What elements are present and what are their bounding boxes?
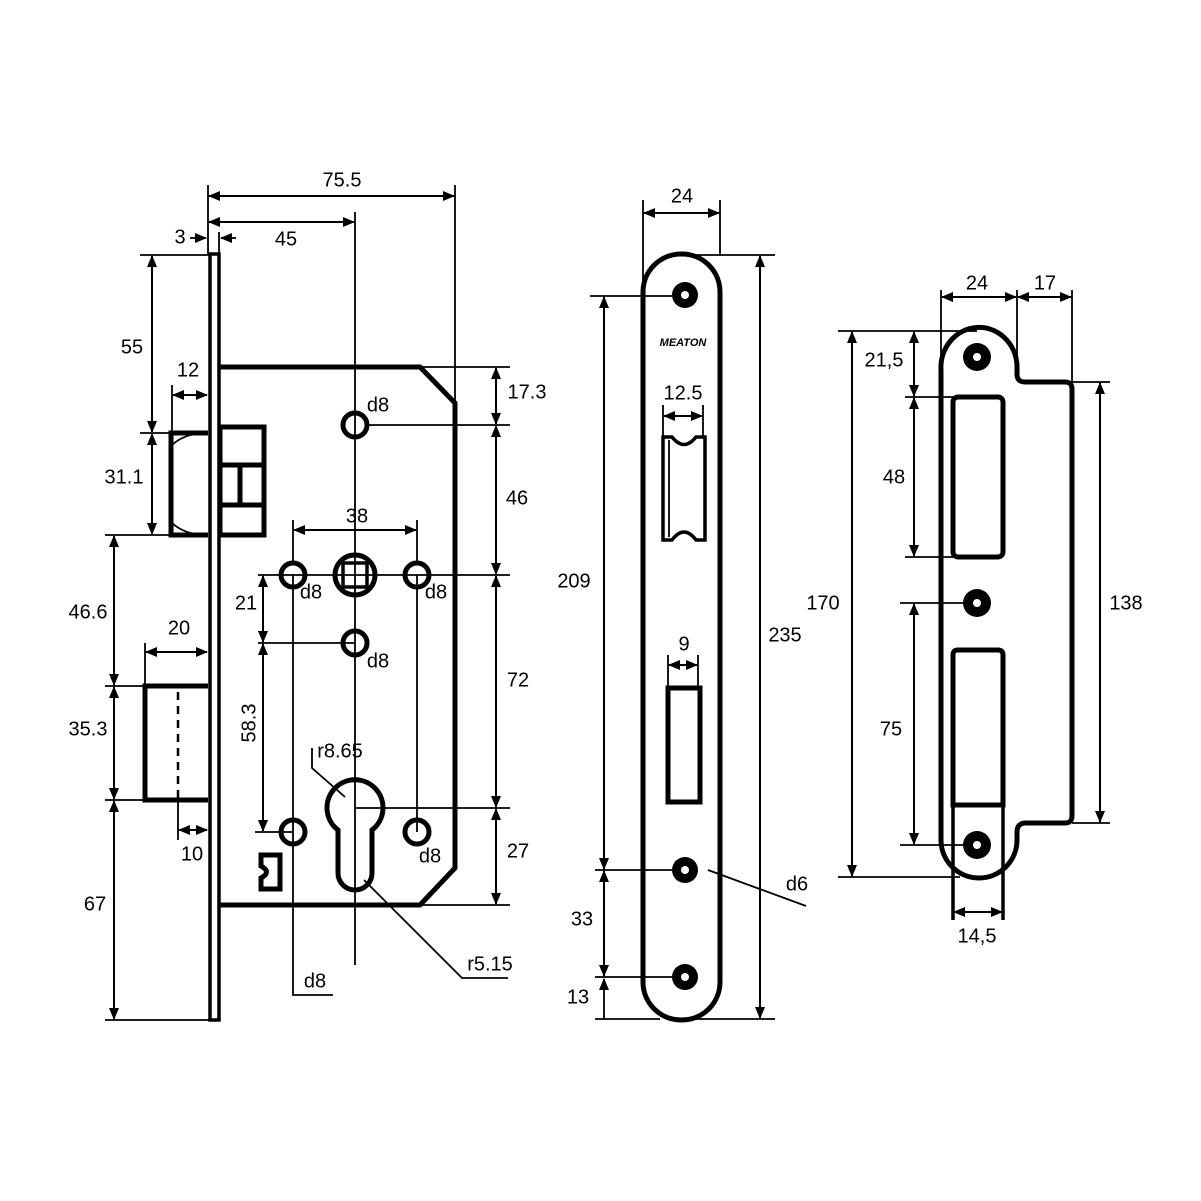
dim-strike-height: 170 — [806, 592, 839, 614]
latch-arc-top — [171, 432, 208, 446]
dead-bolt — [142, 683, 208, 803]
bolt-slot — [665, 685, 703, 805]
latch-arc-bottom — [171, 522, 208, 536]
cylinder-radius-top: r8.65 — [317, 740, 363, 762]
dim-bolt-to-bottom: 67 — [84, 893, 106, 915]
strike-plate-outline — [938, 325, 1075, 881]
latch-slot — [661, 435, 707, 542]
dim-strike-slot-width: 14,5 — [958, 925, 997, 947]
dim-faceplate-thickness: 3 — [174, 226, 185, 248]
lock-body-view: 75.5 45 3 55 12 31.1 46.6 20 35.3 10 67 … — [69, 169, 547, 1022]
dim-screw-to-bottom: 13 — [567, 986, 589, 1008]
faceplate-view: MEATON 24 235 209 33 13 12.5 9 d6 — [557, 185, 808, 1023]
dim-screw-lower-spacing: 33 — [571, 908, 593, 930]
lock-faceplate — [208, 252, 221, 1022]
dim-spindle-to-cylinder: 72 — [507, 669, 529, 691]
dim-spindle-hole-spacing: 38 — [346, 505, 368, 527]
latch-mechanism-inner — [217, 462, 243, 508]
latch-bolt — [168, 430, 208, 538]
dim-strike-slot-height: 48 — [883, 466, 905, 488]
dim-spindle-to-mid-hole: 21 — [235, 592, 257, 614]
dim-bolt-inner: 10 — [181, 843, 203, 865]
strike-plate-view: 24 17 170 21,5 48 75 138 14,5 — [806, 272, 1142, 947]
dim-latch-slot-width: 12.5 — [664, 382, 703, 404]
hole-label-lower-right: d8 — [419, 845, 441, 867]
dim-top-to-latch: 55 — [121, 336, 143, 358]
dim-width-total: 75.5 — [323, 169, 362, 191]
dim-case-top-to-hole: 17.3 — [508, 381, 547, 403]
dim-bolt-throw: 20 — [168, 617, 190, 639]
notch — [258, 852, 283, 892]
dim-latch-throw: 12 — [177, 359, 199, 381]
dim-latch-to-bolt: 46.6 — [69, 601, 108, 623]
faceplate-outline — [640, 251, 723, 1023]
strike-slot-upper — [950, 394, 1006, 560]
hole-label-lower-left: d8 — [304, 970, 326, 992]
dim-bolt-height: 35.3 — [69, 718, 108, 740]
brand-logo: MEATON — [660, 337, 708, 349]
hole-label-left: d8 — [300, 581, 322, 603]
dim-cylinder-to-bottom: 27 — [507, 840, 529, 862]
hole-label-right: d8 — [425, 581, 447, 603]
hole-label-top: d8 — [367, 394, 389, 416]
dim-strike-top-to-slot: 21,5 — [865, 349, 904, 371]
dim-hole-to-spindle: 46 — [506, 487, 528, 509]
dim-mid-to-lower-hole: 58.3 — [238, 704, 260, 743]
hole-label-mid: d8 — [367, 650, 389, 672]
dim-faceplate-width: 24 — [671, 185, 693, 207]
lock-case — [220, 364, 458, 908]
dim-bolt-slot-width: 9 — [678, 633, 689, 655]
cylinder-radius-bottom: r5.15 — [467, 953, 513, 975]
strike-slot-lower — [950, 647, 1006, 808]
dim-backset: 45 — [275, 228, 297, 250]
dim-strike-lip: 17 — [1034, 272, 1056, 294]
dim-faceplate-height: 235 — [768, 624, 801, 646]
dim-strike-width: 24 — [966, 272, 988, 294]
dim-latch-height: 31.1 — [105, 466, 144, 488]
dim-strike-hole-spacing: 75 — [880, 718, 902, 740]
screw-hole-label: d6 — [786, 873, 808, 895]
dim-screw-spacing: 209 — [557, 570, 590, 592]
dim-strike-lip-height: 138 — [1109, 592, 1142, 614]
